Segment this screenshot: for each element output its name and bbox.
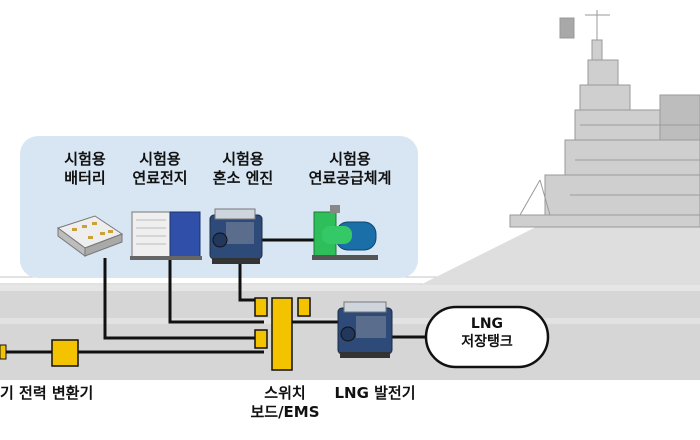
switchboard: [254, 297, 311, 371]
lng-generator-text: LNG 발전기: [334, 384, 416, 402]
switch-terminal-3: [297, 297, 311, 317]
power-converter-text: 기 전력 변환기: [0, 384, 94, 402]
fuel-supply-label-line1: 시험용: [329, 150, 371, 168]
switchboard-label-line1: 스위치: [264, 384, 306, 402]
power-converter-label: 기 전력 변환기: [0, 384, 93, 403]
fuel-cell-label: 시험용 연료전지: [120, 150, 200, 188]
battery-line: [103, 258, 264, 340]
hybrid-engine-label-line1: 시험용: [222, 150, 264, 168]
switch-terminal-1: [254, 297, 268, 317]
switchboard-main: [271, 297, 293, 371]
switchboard-label-line2: 보드/EMS: [250, 402, 320, 421]
lng-generator-illustration: [337, 301, 393, 358]
lng-generator-label: LNG 발전기: [325, 384, 425, 403]
connection-lines: [0, 238, 426, 354]
battery-label-line2: 배터리: [64, 168, 106, 187]
battery-illustration: [56, 215, 124, 257]
switchboard-label: 스위치 보드/EMS: [240, 384, 330, 422]
fuel-cell-label-line2: 연료전지: [132, 168, 188, 187]
switch-terminal-2: [254, 329, 268, 349]
fuel-supply-illustration: [312, 205, 378, 260]
fuel-supply-label: 시험용 연료공급체계: [290, 150, 410, 188]
ship-superstructure: [509, 10, 700, 228]
lng-tank-label: LNG 저장탱크: [426, 316, 548, 351]
power-converter-box: [51, 339, 79, 367]
fuel-supply-label-line2: 연료공급체계: [308, 168, 392, 187]
lng-tank-shape: [424, 305, 550, 369]
lng-tank-label-line2: 저장탱크: [461, 333, 513, 350]
fuel-cell-label-line1: 시험용: [139, 150, 181, 168]
ship-background: [0, 10, 700, 380]
hybrid-engine-label-line2: 혼소 엔진: [212, 168, 274, 187]
fuel-cell-line: [168, 258, 264, 324]
fuel-cell-illustration: [130, 211, 202, 260]
battery-label: 시험용 배터리: [45, 150, 125, 188]
hybrid-engine-illustration: [209, 208, 263, 264]
left-bus-terminal: [0, 344, 7, 360]
hybrid-engine-label: 시험용 혼소 엔진: [198, 150, 288, 188]
battery-label-line1: 시험용: [64, 150, 106, 168]
lng-tank-label-line1: LNG: [470, 316, 504, 332]
